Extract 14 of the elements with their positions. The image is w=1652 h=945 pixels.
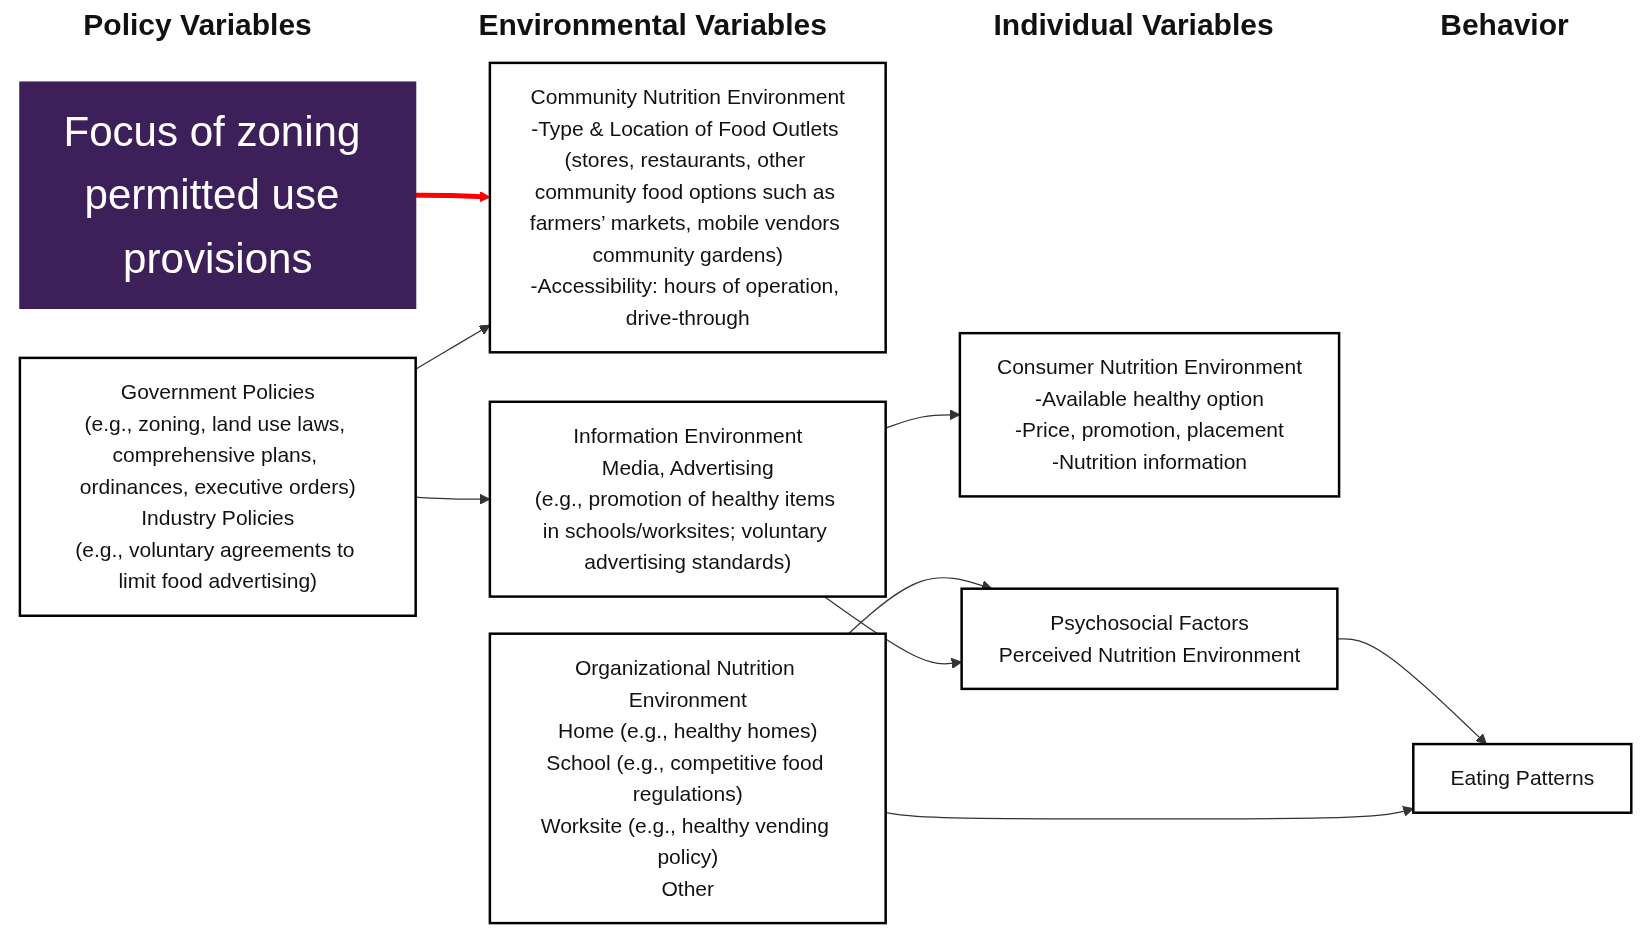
node-box: Government Policies (e.g., zoning, land use laws, comprehensive plans, ordinances, executive orders) Industry Policies (e.g., voluntary agreements to limit food advertising) (19, 356, 418, 617)
node-box: Community Nutrition Environment -Type & Location of Food Outlets (stores, restaurants, other community food options such as farmers’ markets, mobile vendors community gardens) -Accessibility: hours of operation, drive-through (489, 61, 888, 354)
column-heading: Behavior (1440, 8, 1569, 42)
node-box: Information Environment Media, Advertising (e.g., promotion of healthy items in schools/worksites; voluntary advertising standards) (489, 400, 888, 598)
node-box: Organizational Nutrition Environment Home (e.g., healthy homes) School (e.g., competitive food regulations) Worksite (e.g., healthy vending policy) Other (489, 631, 888, 924)
column-heading: Individual Variables (993, 8, 1274, 42)
node-box: Focus of zoning permitted use provisions (19, 80, 417, 309)
arrow (848, 576, 993, 634)
column-heading: Environmental Variables (478, 8, 827, 42)
node-box: Consumer Nutrition Environment -Available healthy option -Price, promotion, placement -Nutrition information (959, 331, 1341, 498)
column-heading: Policy Variables (83, 8, 312, 42)
arrow (416, 190, 491, 202)
node-box: Psychosocial Factors Perceived Nutrition Environment (960, 586, 1339, 690)
node-box: Eating Patterns (1412, 742, 1633, 814)
